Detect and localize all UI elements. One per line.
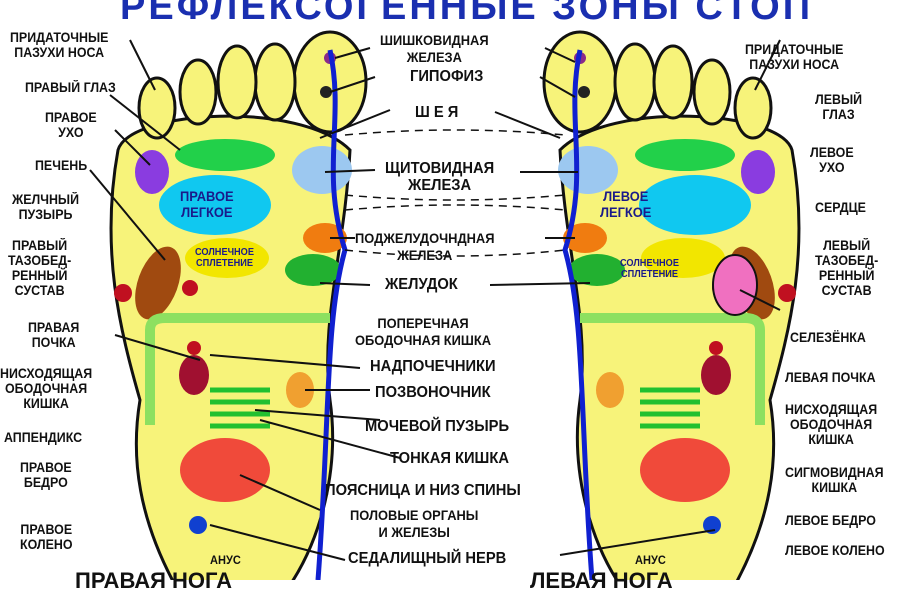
right-foot-caption: ПРАВАЯ НОГА bbox=[75, 568, 233, 593]
label-appendix: АППЕНДИКС bbox=[4, 430, 83, 445]
label-right-hip: ПРАВЫЙ ТАЗОБЕД- РЕННЫЙ СУСТАВ bbox=[8, 238, 72, 298]
label-descending-colon-right: НИСХОДЯЩАЯ ОБОДОЧНАЯ КИШКА bbox=[0, 366, 93, 411]
label-right-thigh: ПРАВОЕ БЕДРО bbox=[20, 460, 72, 490]
label-left-lung: ЛЕВОЕ ЛЕГКОЕ bbox=[600, 188, 652, 220]
label-spine: ПОЗВОНОЧНИК bbox=[375, 384, 491, 401]
heart-zone bbox=[712, 254, 758, 316]
label-right-ear: ПРАВОЕ УХО bbox=[45, 110, 97, 140]
label-stomach: ЖЕЛУДОК bbox=[385, 276, 458, 293]
label-bladder: МОЧЕВОЙ ПУЗЫРЬ bbox=[365, 418, 510, 435]
label-gallbladder: ЖЕЛЧНЫЙ ПУЗЫРЬ bbox=[12, 192, 80, 222]
label-right-lung: ПРАВОЕ ЛЕГКОЕ bbox=[180, 188, 234, 220]
label-left-thigh: ЛЕВОЕ БЕДРО bbox=[785, 513, 876, 528]
label-anus-left: АНУС bbox=[635, 553, 666, 567]
label-lower-back: ПОЯСНИЦА И НИЗ СПИНЫ bbox=[325, 482, 521, 499]
label-descending-colon-left: НИСХОДЯЩАЯ ОБОДОЧНАЯ КИШКА bbox=[785, 402, 878, 447]
label-right-eye: ПРАВЫЙ ГЛАЗ bbox=[25, 80, 116, 95]
label-pancreas: ПОДЖЕЛУДОЧНДНАЯ ЖЕЛЕЗА bbox=[355, 230, 495, 263]
label-sigmoid-colon: СИГМОВИДНАЯ КИШКА bbox=[785, 465, 884, 495]
label-thyroid: ЩИТОВИДНАЯ ЖЕЛЕЗА bbox=[385, 160, 495, 194]
label-sinuses-left: ПРИДАТОЧНЫЕ ПАЗУХИ НОСА bbox=[745, 42, 844, 72]
label-spleen: СЕЛЕЗЁНКА bbox=[790, 330, 866, 345]
label-liver: ПЕЧЕНЬ bbox=[35, 158, 88, 173]
label-left-hip: ЛЕВЫЙ ТАЗОБЕД- РЕННЫЙ СУСТАВ bbox=[815, 238, 879, 298]
label-left-eye: ЛЕВЫЙ ГЛАЗ bbox=[815, 92, 863, 122]
label-pineal: ШИШКОВИДНАЯ ЖЕЛЕЗА bbox=[380, 32, 489, 65]
label-adrenals: НАДПОЧЕЧНИКИ bbox=[370, 358, 496, 375]
label-transverse-colon: ПОПЕРЕЧНАЯ ОБОДОЧНАЯ КИШКА bbox=[355, 315, 492, 348]
label-solar-plexus-right: СОЛНЕЧНОЕ СПЛЕТЕНИЕ bbox=[195, 247, 254, 269]
label-sinuses-right: ПРИДАТОЧНЫЕ ПАЗУХИ НОСА bbox=[10, 30, 109, 60]
page-title: РЕФЛЕКСОГЕННЫЕ ЗОНЫ СТОП bbox=[120, 0, 814, 28]
label-left-kidney: ЛЕВАЯ ПОЧКА bbox=[785, 370, 876, 385]
right-foot-drawing bbox=[109, 30, 368, 580]
feet-diagram bbox=[89, 0, 913, 580]
label-anus-right: АНУС bbox=[210, 553, 241, 567]
left-foot-caption: ЛЕВАЯ НОГА bbox=[530, 568, 673, 593]
label-right-kidney: ПРАВАЯ ПОЧКА bbox=[28, 320, 80, 350]
label-left-ear: ЛЕВОЕ УХО bbox=[810, 145, 854, 175]
label-sciatic-nerve: СЕДАЛИЩНЫЙ НЕРВ bbox=[348, 550, 507, 567]
label-small-intestine: ТОНКАЯ КИШКА bbox=[390, 450, 509, 467]
label-neck: Ш Е Я bbox=[415, 104, 459, 121]
label-left-knee: ЛЕВОЕ КОЛЕНО bbox=[785, 543, 885, 558]
label-solar-plexus-left: СОЛНЕЧНОЕ СПЛЕТЕНИЕ bbox=[620, 258, 679, 280]
label-pituitary: ГИПОФИЗ bbox=[410, 68, 484, 85]
label-genitals: ПОЛОВЫЕ ОРГАНЫ И ЖЕЛЕЗЫ bbox=[350, 507, 479, 540]
label-heart: СЕРДЦЕ bbox=[815, 200, 866, 215]
label-right-knee: ПРАВОЕ КОЛЕНО bbox=[20, 522, 73, 552]
